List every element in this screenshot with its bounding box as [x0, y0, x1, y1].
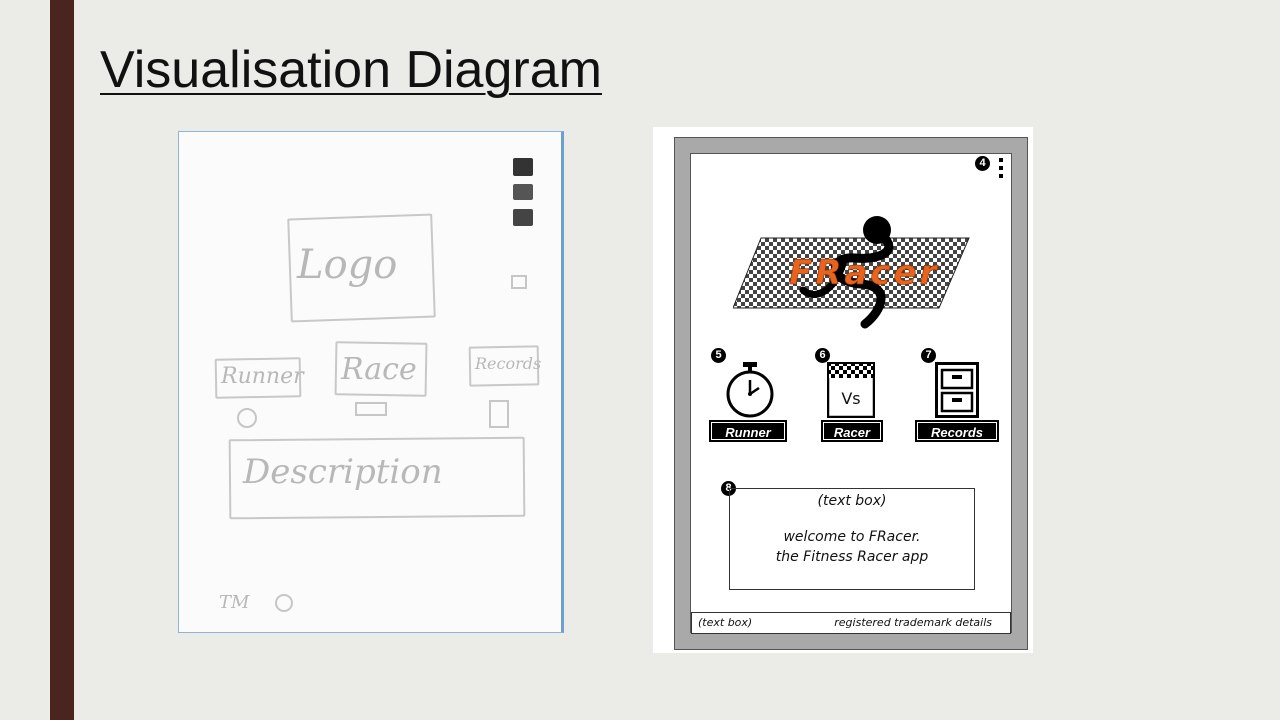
sketch-registered-icon	[275, 594, 293, 612]
runner-button[interactable]: Runner	[709, 420, 787, 442]
sketch-runner-label: Runner	[221, 364, 304, 389]
sketch-race-label: Race	[341, 352, 417, 387]
hand-drawn-sketch: Logo Runner Race Records Description TM	[178, 131, 564, 633]
welcome-text-box: (text box) welcome to FRacer. the Fitnes…	[729, 488, 975, 590]
stopwatch-icon	[723, 362, 777, 423]
sketch-cabinet-icon	[489, 400, 509, 428]
racer-vs-text: Vs	[841, 389, 860, 408]
sketch-stopwatch-icon	[237, 408, 257, 428]
sketch-description-label: Description	[243, 452, 443, 492]
welcome-line-2: the Fitness Racer app	[775, 549, 929, 565]
app-logo: FRacer	[732, 214, 973, 334]
race-flag-icon: Vs	[826, 361, 876, 423]
racer-button[interactable]: Racer	[821, 420, 883, 442]
kebab-menu-icon[interactable]	[999, 158, 1004, 182]
filing-cabinet-icon	[935, 362, 979, 423]
logo-graphic: FRacer	[732, 216, 970, 329]
annotation-badge-textbox: 8	[721, 481, 736, 496]
phone-frame: 4 FRacer	[674, 137, 1028, 650]
records-button[interactable]: Records	[915, 420, 999, 442]
sketch-menu-dot	[513, 184, 533, 200]
sketch-flag-icon	[355, 402, 387, 416]
logo-text: FRacer	[789, 253, 939, 293]
phone-screen: 4 FRacer	[690, 153, 1012, 634]
wireframe-panel: 4 FRacer	[653, 127, 1033, 653]
annotation-badge-racer: 6	[815, 348, 830, 363]
annotation-badge-records: 7	[921, 348, 936, 363]
sketch-logo-label: Logo	[297, 242, 398, 288]
annotation-badge-menu: 4	[975, 156, 990, 171]
sketch-small-icon	[511, 275, 527, 289]
footer-text-box-label: (text box)	[698, 616, 753, 629]
sketch-menu-dot	[513, 158, 533, 176]
slide-title: Visualisation Diagram	[100, 41, 602, 99]
footer-bar: (text box) registered trademark details	[691, 612, 1011, 634]
sketch-menu-dot	[513, 209, 533, 226]
sketch-records-label: Records	[475, 354, 542, 373]
trademark-details: registered trademark details	[834, 616, 992, 629]
slide-accent-bar	[50, 0, 74, 720]
sketch-trademark-label: TM	[219, 592, 250, 613]
textbox-header: (text box)	[817, 493, 887, 509]
welcome-line-1: welcome to FRacer.	[783, 529, 921, 545]
annotation-badge-runner: 5	[711, 348, 726, 363]
